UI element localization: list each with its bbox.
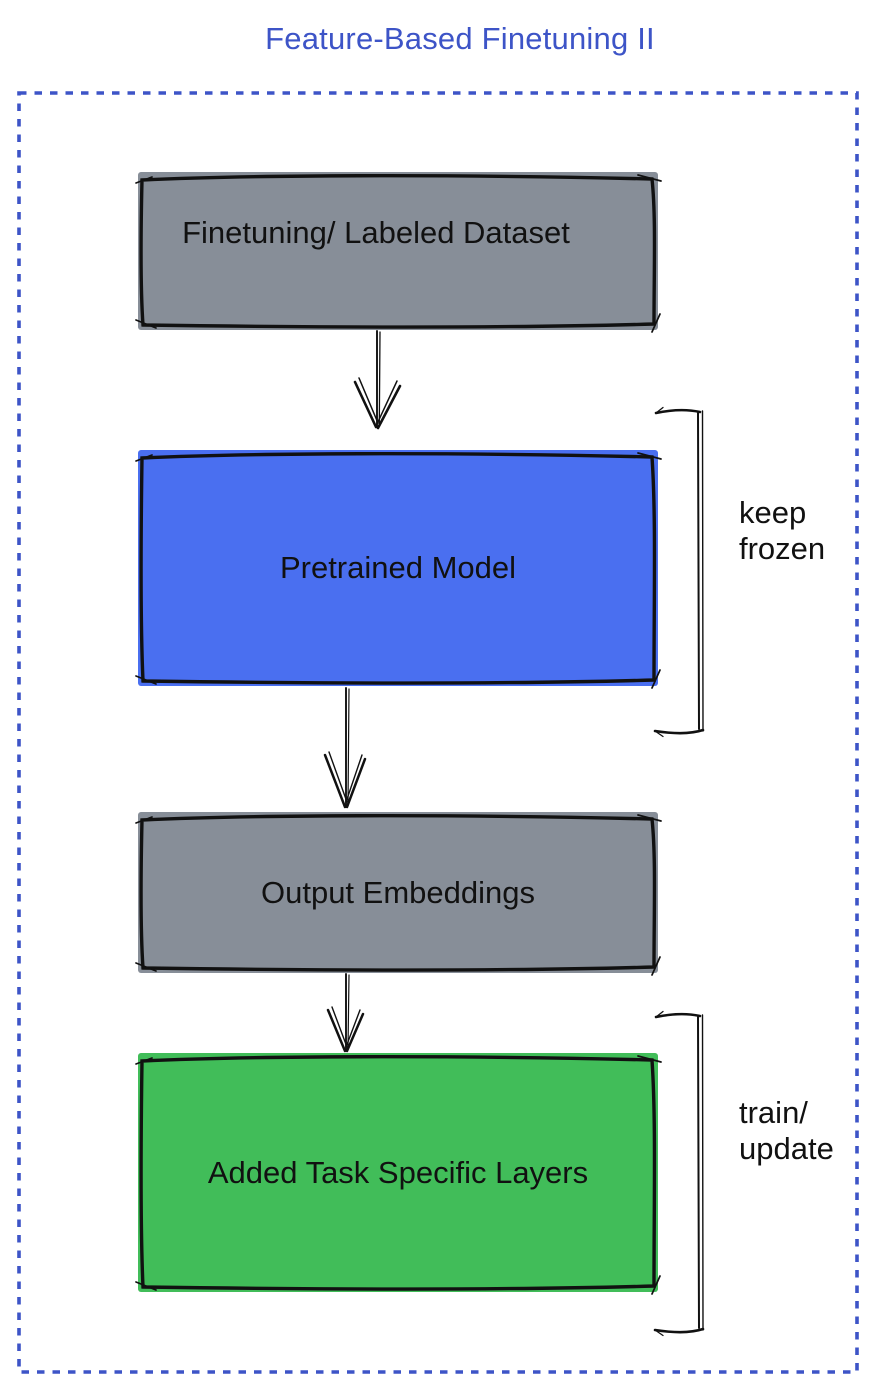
annotation-line: update [739,1131,834,1166]
node-label: Pretrained Model [279,550,517,585]
keep-frozen-label: keep frozen [739,495,825,567]
node-label: Output Embeddings [260,874,535,910]
node-output-embeddings: Output Embeddings [135,812,662,976]
annotation-line: train/ [739,1095,808,1130]
bracket-icon [653,1010,705,1337]
arrow-down-icon [353,330,402,430]
arrow-down-icon [326,973,365,1053]
annotation-line: keep [739,495,807,530]
node-added-task-layers: Added Task Specific Layers [135,1053,662,1295]
node-pretrained-model: Pretrained Model [135,450,662,689]
arrow-down-icon [323,687,367,809]
node-label: Finetuning/ Labeled Dataset [182,215,570,250]
node-finetuning-dataset: Finetuning/ Labeled Dataset [135,172,662,333]
bracket-icon [653,406,705,738]
train-update-label: train/ update [739,1095,834,1167]
node-label: Added Task Specific Layers [207,1154,589,1190]
page-title: Feature-Based Finetuning II [265,21,655,56]
annotation-line: frozen [739,531,826,566]
